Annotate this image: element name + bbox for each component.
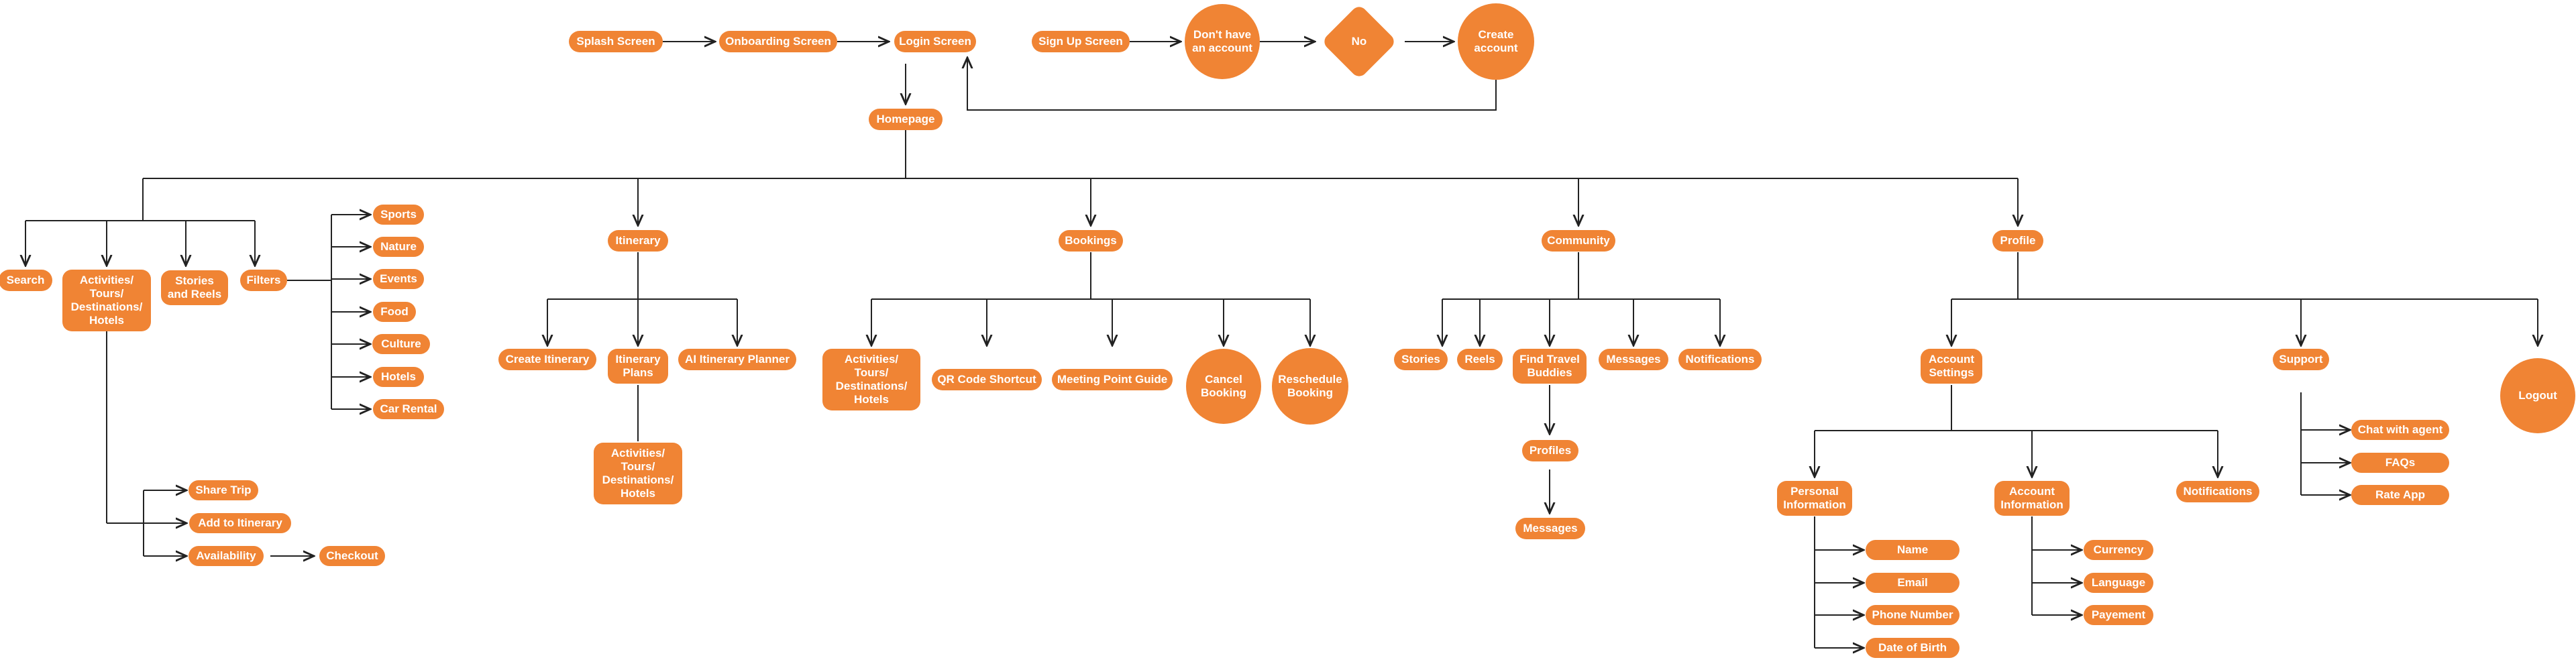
node-email[interactable]: Email [1866, 573, 1960, 593]
node-name[interactable]: Name [1866, 540, 1960, 560]
node-signup[interactable]: Sign Up Screen [1032, 31, 1130, 52]
node-activities[interactable]: Activities/ Tours/ Destinations/ Hotels [62, 270, 151, 331]
node-qr-code[interactable]: QR Code Shortcut [932, 369, 1042, 390]
node-chat-agent[interactable]: Chat with agent [2351, 420, 2449, 440]
arrow-create-account-to-login [967, 58, 1497, 111]
node-create-itinerary[interactable]: Create Itinerary [498, 349, 596, 370]
node-account-settings[interactable]: Account Settings [1921, 349, 1982, 384]
node-onboarding[interactable]: Onboarding Screen [719, 31, 837, 52]
node-checkout[interactable]: Checkout [319, 546, 385, 566]
node-find-buddies[interactable]: Find Travel Buddies [1513, 349, 1587, 384]
node-homepage[interactable]: Homepage [869, 109, 943, 130]
node-label: No [1351, 35, 1367, 48]
node-meeting-point[interactable]: Meeting Point Guide [1052, 369, 1173, 390]
node-bookings[interactable]: Bookings [1059, 230, 1123, 252]
node-personal-info[interactable]: Personal Information [1777, 481, 1852, 516]
node-cm-messages[interactable]: Messages [1599, 349, 1668, 370]
node-filters[interactable]: Filters [240, 270, 287, 291]
node-cm-notifications[interactable]: Notifications [1678, 349, 1762, 370]
node-itinerary-plans[interactable]: Itinerary Plans [608, 349, 668, 384]
node-no[interactable]: No [1320, 3, 1398, 80]
node-stories-reels[interactable]: Stories and Reels [161, 270, 228, 305]
node-ai-planner[interactable]: AI Itinerary Planner [678, 349, 796, 370]
node-profiles[interactable]: Profiles [1522, 440, 1578, 461]
node-nature[interactable]: Nature [373, 237, 424, 257]
node-account-info[interactable]: Account Information [1994, 481, 2070, 516]
node-bk-activities[interactable]: Activities/ Tours/ Destinations/ Hotels [822, 349, 920, 410]
node-sports[interactable]: Sports [373, 205, 424, 225]
node-payement[interactable]: Payement [2084, 605, 2153, 625]
node-culture[interactable]: Culture [372, 334, 430, 354]
node-dob[interactable]: Date of Birth [1866, 638, 1960, 658]
node-splash[interactable]: Splash Screen [569, 31, 663, 52]
node-events[interactable]: Events [373, 269, 424, 289]
node-reels[interactable]: Reels [1457, 349, 1503, 370]
node-stories[interactable]: Stories [1394, 349, 1448, 370]
node-login[interactable]: Login Screen [894, 31, 976, 52]
node-profiles-messages[interactable]: Messages [1515, 518, 1585, 539]
node-itinerary[interactable]: Itinerary [608, 230, 668, 252]
node-car-rental[interactable]: Car Rental [373, 399, 444, 419]
node-it-activities[interactable]: Activities/ Tours/ Destinations/ Hotels [594, 443, 682, 504]
node-food[interactable]: Food [373, 302, 416, 322]
node-logout[interactable]: Logout [2500, 358, 2575, 433]
node-as-notifications[interactable]: Notifications [2176, 481, 2259, 502]
node-no-account[interactable]: Don't have an account [1185, 4, 1260, 79]
node-faqs[interactable]: FAQs [2351, 453, 2449, 473]
node-reschedule-booking[interactable]: Reschedule Booking [1272, 348, 1348, 425]
node-availability[interactable]: Availability [189, 546, 264, 566]
node-community[interactable]: Community [1542, 230, 1615, 252]
node-hotels[interactable]: Hotels [373, 367, 424, 387]
node-cancel-booking[interactable]: Cancel Booking [1186, 349, 1261, 424]
node-support[interactable]: Support [2273, 349, 2329, 370]
node-share-trip[interactable]: Share Trip [189, 480, 258, 500]
node-add-itinerary[interactable]: Add to Itinerary [189, 513, 291, 533]
node-phone[interactable]: Phone Number [1866, 605, 1960, 625]
node-language[interactable]: Language [2084, 573, 2153, 593]
node-create-account[interactable]: Create account [1458, 3, 1534, 80]
node-currency[interactable]: Currency [2084, 540, 2153, 560]
node-profile[interactable]: Profile [1992, 230, 2043, 252]
node-rate-app[interactable]: Rate App [2351, 485, 2449, 505]
node-search[interactable]: Search [0, 270, 52, 291]
